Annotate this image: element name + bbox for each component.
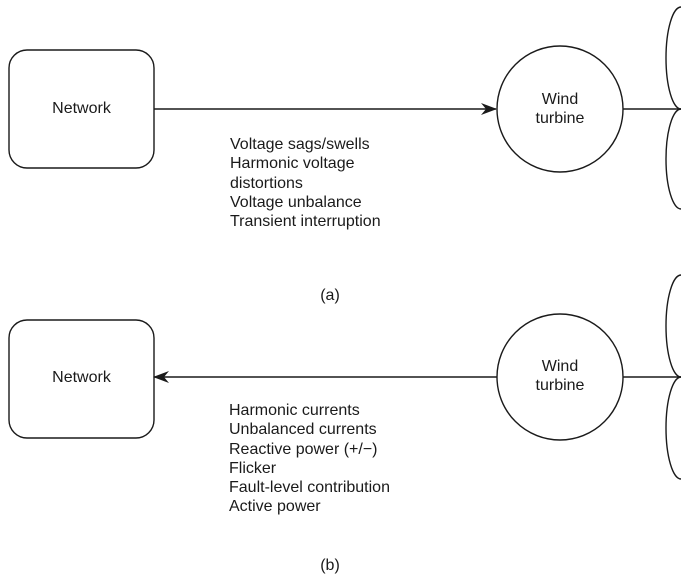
effect-item: Reactive power (+/−) <box>229 440 378 458</box>
effect-item: Transient interruption <box>230 213 381 231</box>
turbine-blade-lower-a <box>665 108 681 210</box>
turbine-blade-lower-b <box>665 376 681 480</box>
wind-turbine-label-line2-b: turbine <box>535 377 585 394</box>
network-label-b: Network <box>52 369 111 386</box>
effect-item: Active power <box>229 498 321 516</box>
effect-item: Flicker <box>229 459 277 477</box>
turbine-blade-upper-a <box>665 6 681 110</box>
wind-turbine-label-line1-b: Wind <box>541 358 579 375</box>
effect-item: Harmonic currents <box>229 402 360 419</box>
effect-item: Unbalanced currents <box>229 421 377 439</box>
effect-item: Harmonic voltage <box>230 155 355 173</box>
caption-b: (b) <box>320 557 340 574</box>
effect-item: Voltage unbalance <box>230 193 362 211</box>
wind-turbine-label-line1-a: Wind <box>541 91 579 108</box>
wind-turbine-label-line2-a: turbine <box>535 110 585 127</box>
effect-item: Fault-level contribution <box>229 479 390 497</box>
effect-item: Voltage sags/swells <box>230 136 370 153</box>
wind-turbine-label-a: Wind turbine <box>497 90 623 128</box>
turbine-blade-upper-b <box>665 274 681 378</box>
network-label-a: Network <box>52 100 111 117</box>
effect-item: distortions <box>230 174 303 192</box>
caption-a: (a) <box>320 287 340 304</box>
wind-turbine-label-b: Wind turbine <box>497 357 623 395</box>
